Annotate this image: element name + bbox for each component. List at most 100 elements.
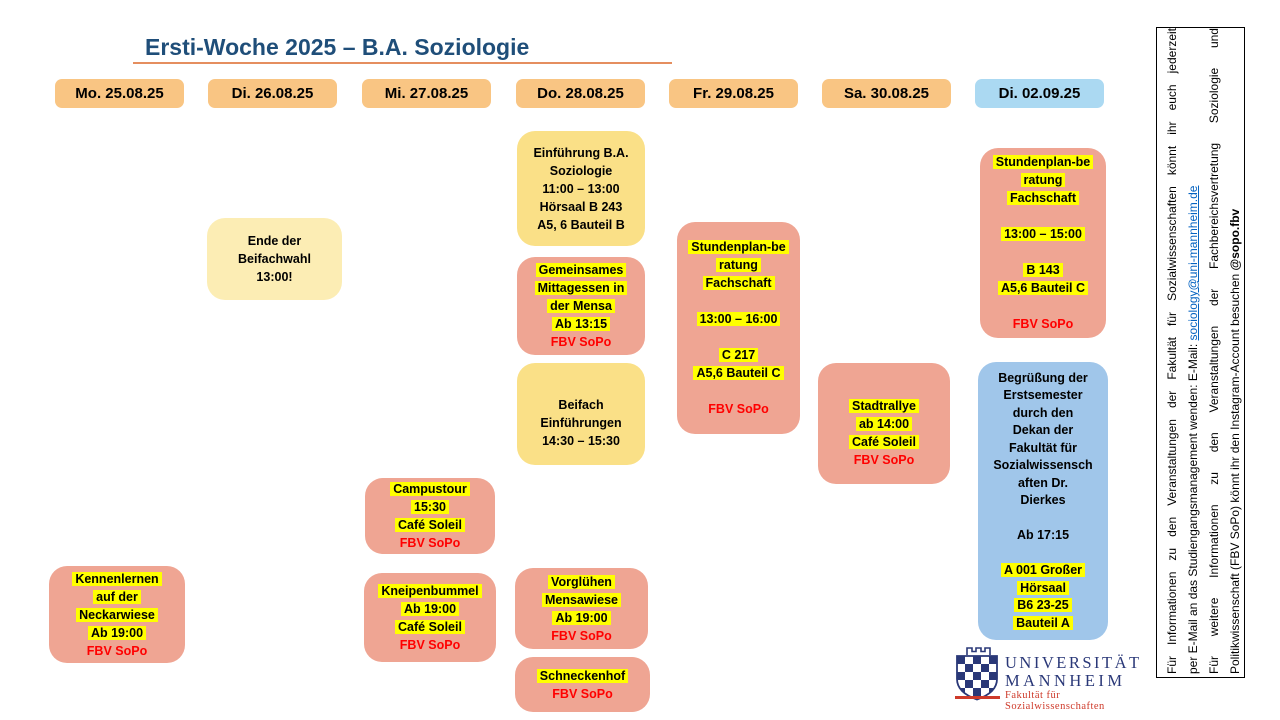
event-line: FBV SoPo [86,643,148,658]
event-line: Dierkes [1020,493,1066,508]
event-line: FBV SoPo [552,686,613,701]
event-line: Fakultät für [1008,440,1078,455]
event-line: Begrüßung der [998,370,1088,385]
event-line: FBV SoPo [1012,317,1074,331]
event-line [679,292,798,310]
title-underline [133,62,672,64]
logo-faculty-subtitle: Fakultät für Sozialwissenschaften [1005,690,1105,712]
day-header-do-28-08-25: Do. 28.08.25 [516,79,645,108]
event-line: Ab 19:00 [51,624,183,642]
event-line: Fachschaft [982,189,1104,207]
event-line: Mittagessen in [519,279,643,297]
event-line: 15:30 [367,498,493,516]
logo-red-rule [955,696,1000,699]
event-line: 11:00 – 13:00 [542,181,620,196]
event-line: Ab 17:15 [1016,528,1070,543]
instagram-handle: @sopo.fbv [1228,208,1242,271]
event-line: Kennenlernen [51,570,183,588]
event-line: A5,6 Bauteil C [982,279,1104,297]
event-line: Gemeinsames [519,261,643,279]
event-line: Einführungen [540,416,622,430]
event-line: FBV SoPo [708,402,769,416]
event-line: Café Soleil [366,618,494,636]
page-title: Ersti-Woche 2025 – B.A. Soziologie [145,34,530,60]
event-line: Hörsaal B 243 [539,199,623,214]
event-line: FBV SoPo [853,452,915,467]
event-line [982,243,1104,261]
event-line: Sozialwissensch [993,458,1093,473]
event-line: Campustour [367,480,493,498]
event-line: A5, 6 Bauteil B [537,217,625,232]
email-link[interactable]: sociology@uni-mannheim.de [1186,185,1200,341]
event-line: Stundenplan-be [982,153,1104,171]
event-line: A5,6 Bauteil C [679,364,798,382]
event-line: der Mensa [519,297,643,315]
event-line: Vorglühen [517,573,646,591]
event-line: FBV SoPo [550,335,612,349]
day-header-sa-30-08-25: Sa. 30.08.25 [822,79,951,108]
event-line: Ende der [247,234,302,248]
event-line: Hörsaal [980,580,1106,598]
sidebar-line-4: Politikwissenschaft (FBV SoPo) könnt ihr… [1228,208,1242,674]
event-line: 13:00 – 15:00 [982,225,1104,243]
event-line: Ab 13:15 [519,315,643,333]
day-header-mo-25-08-25: Mo. 25.08.25 [55,79,184,108]
logo-wordmark-line1: UNIVERSITÄT [1005,653,1142,672]
event-line: B 143 [982,261,1104,279]
event-line: Fachschaft [679,274,798,292]
event-line: ratung [679,256,798,274]
day-header-fr-29-08-25: Fr. 29.08.25 [669,79,798,108]
event-line [519,378,643,396]
event-line: 14:30 – 15:30 [542,434,620,448]
event-line: ratung [982,171,1104,189]
event-line [982,297,1104,315]
event-line: Beifachwahl [238,252,311,266]
event-line: 13:00 – 16:00 [679,310,798,328]
logo-wordmark-line2: MANNHEIM [1005,671,1126,690]
event-line: Bauteil A [980,615,1106,633]
sidebar-line-2: per E-Mail an das Studiengangsmanagement… [1186,185,1200,674]
event-line: Stundenplan-be [679,238,798,256]
day-header-di-26-08-25: Di. 26.08.25 [208,79,337,108]
event-line: FBV SoPo [551,628,612,643]
event-line [820,379,948,397]
event-line: Beifach [558,398,604,412]
event-line [980,510,1106,528]
event-line: A 001 Großer [980,562,1106,580]
event-line: FBV SoPo [399,536,461,550]
event-line: Kneipenbummel [366,582,494,600]
event-line: 13:00! [256,270,293,284]
event-line: B6 23-25 [980,597,1106,615]
event-line: C 217 [679,346,798,364]
event-line: Mensawiese [517,591,646,609]
event-line: FBV SoPo [399,637,461,652]
sidebar-line-3: Für weitere Informationen zu den Veranst… [1207,28,1221,674]
event-line: Erstsemester [1003,388,1083,403]
university-crest-icon [956,647,998,701]
university-logo: UNIVERSITÄT MANNHEIM Fakultät für Sozial… [953,643,1143,713]
event-line [679,328,798,346]
event-line [679,382,798,400]
event-line: aften Dr. [1017,475,1068,490]
event-line [982,207,1104,225]
event-line: ab 14:00 [820,415,948,433]
sidebar-line-1: Für Informationen zu den Veranstaltungen… [1165,28,1179,674]
day-header-mi-27-08-25: Mi. 27.08.25 [362,79,491,108]
event-line: Stadtrallye [820,397,948,415]
event-line [980,545,1106,563]
event-line: Soziologie [549,163,613,178]
day-header-di-02-09-25: Di. 02.09.25 [975,79,1104,108]
